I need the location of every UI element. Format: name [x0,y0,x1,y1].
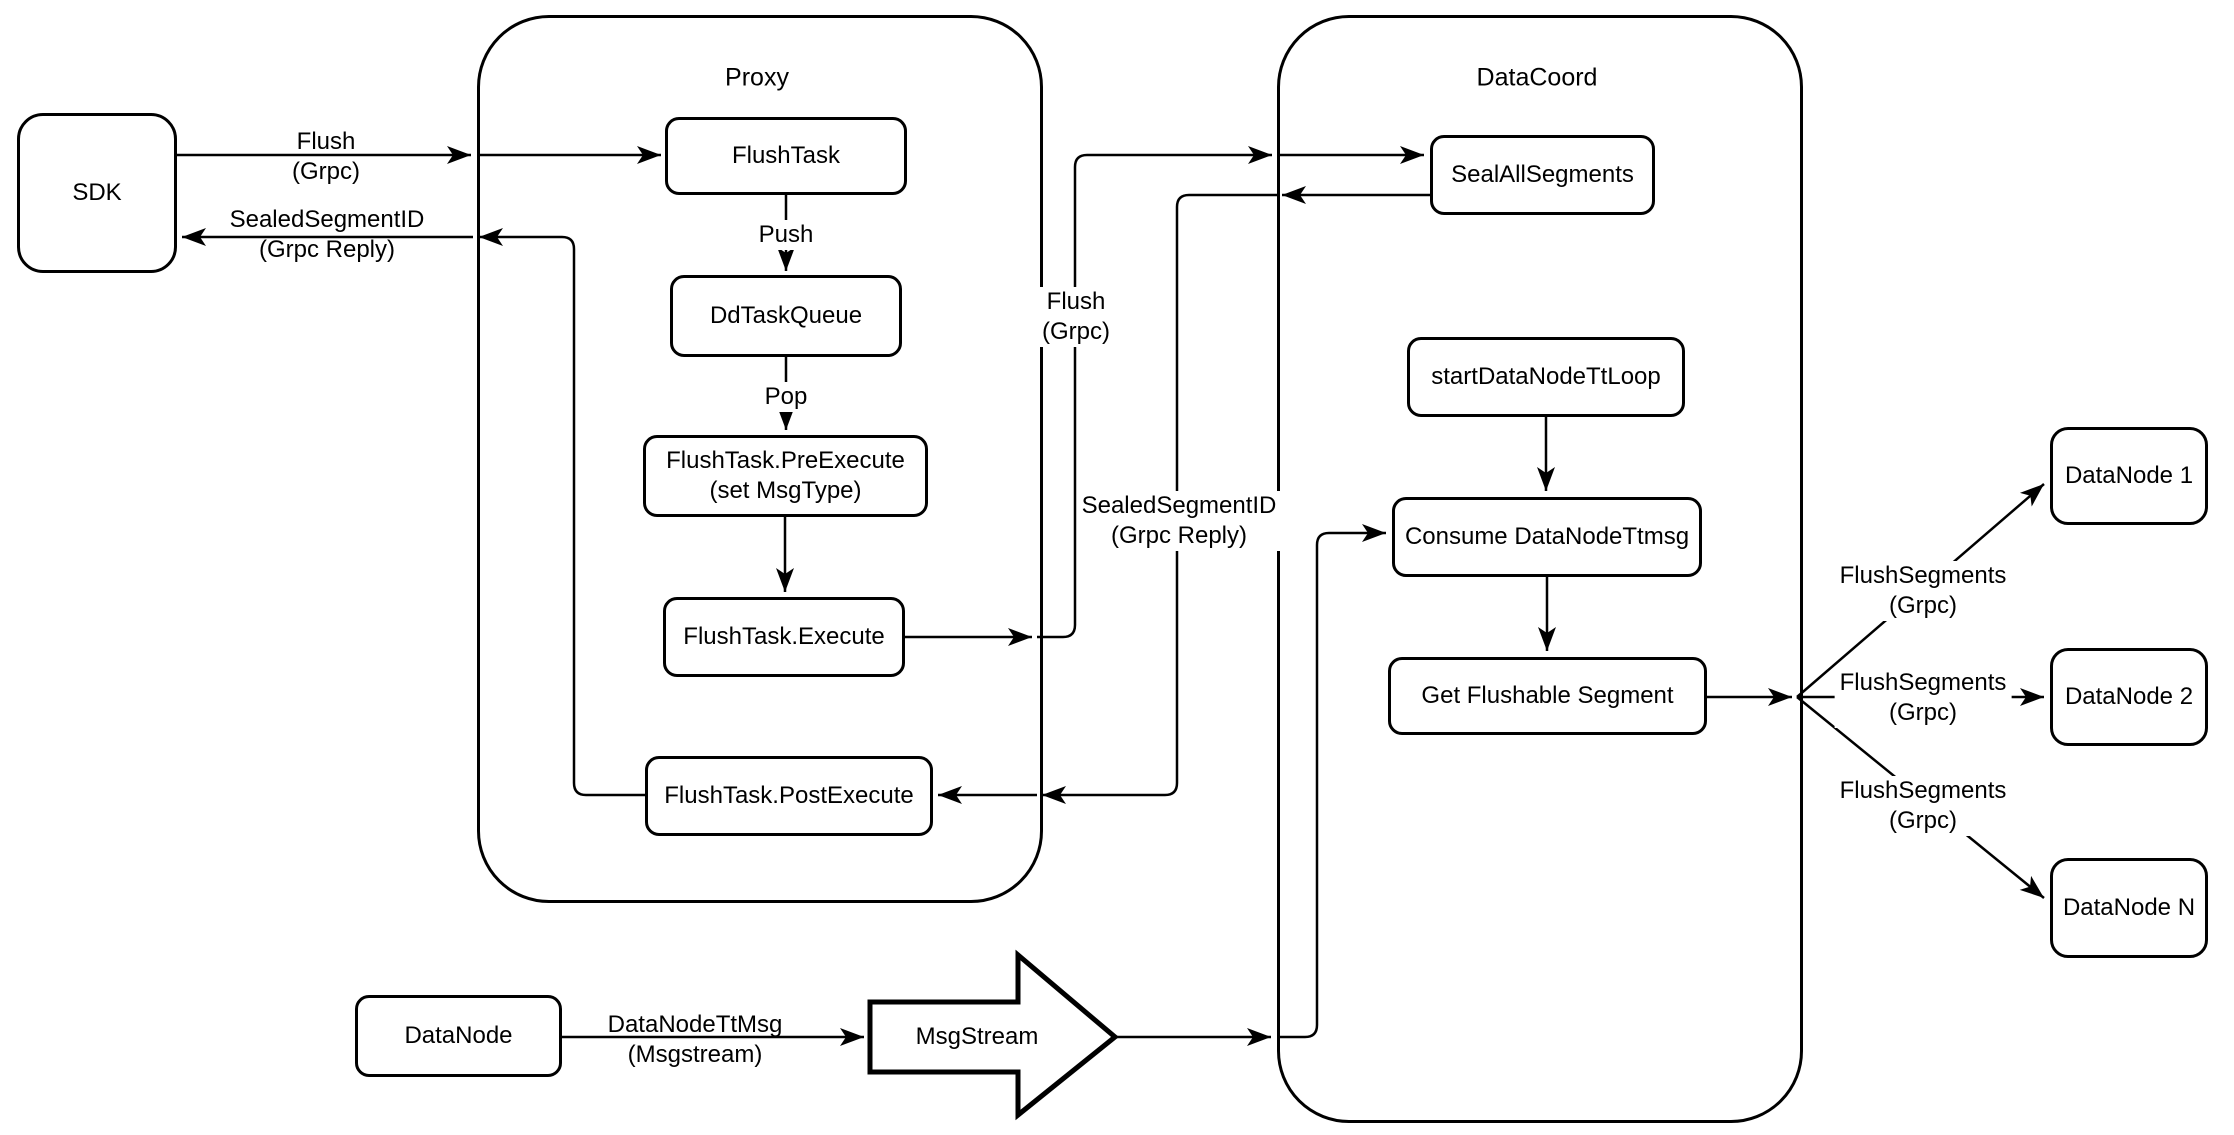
edge-label-sealedsegmentid-datacoord: SealedSegmentID (Grpc Reply) [1076,491,1282,551]
edge-postexecute-to-proxy-edge [479,228,645,797]
node-datanode-2: DataNode 2 [2050,648,2208,746]
node-flushtask: FlushTask [665,117,907,195]
msgstream-label: MsgStream [915,1023,1039,1050]
proxy-title: Proxy [725,63,789,92]
edge-label-flushsegments-1: FlushSegments (Grpc) [1834,561,2012,621]
node-startdatanodettloop: startDataNodeTtLoop [1407,337,1685,417]
node-flushtask-preexecute: FlushTask.PreExecute (set MsgType) [643,435,928,517]
node-sealallsegments: SealAllSegments [1430,135,1655,215]
edge-label-push: Push [753,220,819,250]
node-datanode: DataNode [355,995,562,1077]
edge-label-flushsegments-2: FlushSegments (Grpc) [1834,668,2012,728]
msgstream-arrow-shape [867,949,1119,1121]
node-get-flushable-segment: Get Flushable Segment [1388,657,1707,735]
datacoord-title: DataCoord [1476,63,1598,92]
edge-label-pop: Pop [759,382,813,412]
node-sdk: SDK [17,113,177,273]
node-consume-datanodettmsg: Consume DataNodeTtmsg [1392,497,1702,577]
edge-label-sealedsegmentid-sdk: SealedSegmentID (Grpc Reply) [229,206,425,263]
edge-label-flush-grpc-sdk: Flush (Grpc) [292,128,360,185]
node-flushtask-postexecute: FlushTask.PostExecute [645,756,933,836]
edge-proxy-to-datacoord-flush [1037,146,1272,639]
proxy-container [477,15,1043,903]
node-datanode-n: DataNode N [2050,858,2208,958]
edge-label-datanodettmsg: DataNodeTtMsg (Msgstream) [607,1011,783,1068]
node-flushtask-execute: FlushTask.Execute [663,597,905,677]
datacoord-container [1277,15,1803,1123]
node-ddtaskqueue: DdTaskQueue [670,275,902,357]
edge-label-flush-grpc-datacoord: Flush (Grpc) [1037,287,1115,347]
edge-datacoord-to-consume [1277,524,1386,1039]
node-datanode-1: DataNode 1 [2050,427,2208,525]
edge-label-flushsegments-3: FlushSegments (Grpc) [1834,776,2012,836]
